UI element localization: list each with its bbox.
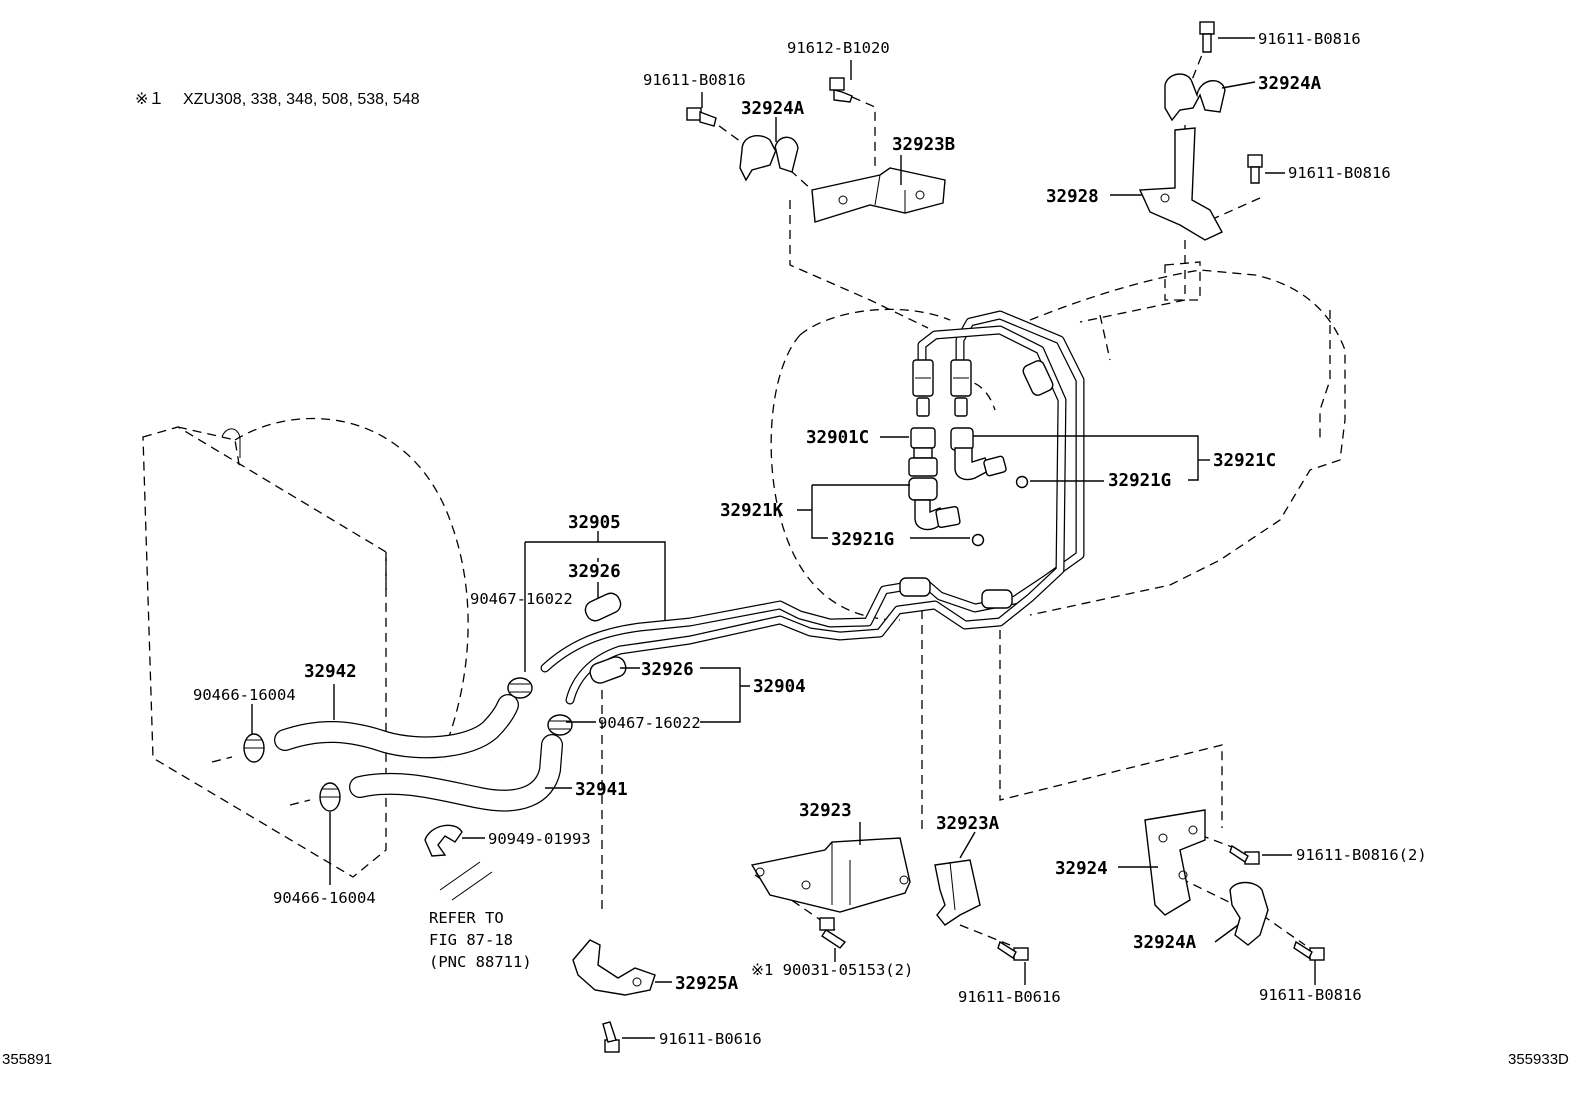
union-fittings [912, 359, 972, 417]
clamp-32924a-top-right [1164, 73, 1226, 122]
clip-90949-01993 [424, 824, 493, 901]
clamp-32924a-top [739, 134, 799, 182]
refer-line-2: FIG 87-18 [429, 931, 513, 949]
label-32904[interactable]: 32904 [753, 677, 806, 697]
bolt-90031-05153 [819, 917, 847, 949]
elbow-fitting-32921k [908, 477, 985, 547]
image-code-left: 355891 [2, 1051, 52, 1068]
label-32924a-top[interactable]: 32924A [741, 99, 805, 119]
label-91611-b0816-bottom-right[interactable]: 91611-B0816 [1259, 986, 1362, 1004]
label-32926-mid[interactable]: 32926 [641, 660, 694, 680]
bolt-91612-b1020 [829, 77, 853, 103]
label-32925a[interactable]: 32925A [675, 974, 739, 994]
hose-32941 [349, 734, 563, 812]
label-32926-top[interactable]: 32926 [568, 562, 621, 582]
label-32928[interactable]: 32928 [1046, 187, 1099, 207]
bolt-91611-b0816-tr1 [1199, 21, 1215, 53]
oil-cooler-pipe-32904 [565, 325, 1067, 705]
bracket-32923 [750, 837, 911, 913]
label-90467-16022-top[interactable]: 90467-16022 [470, 590, 573, 608]
note-marker: ※１ [135, 91, 164, 108]
bolt-91611-b0616-bot [602, 1021, 620, 1053]
refer-line-3: (PNC 88711) [429, 953, 532, 971]
label-32901c[interactable]: 32901C [806, 428, 869, 448]
label-32923a[interactable]: 32923A [936, 814, 1000, 834]
connector-32901c [908, 427, 938, 477]
label-32923b[interactable]: 32923B [892, 135, 955, 155]
radiator-outline [142, 417, 469, 878]
label-91611-b0816-top-left[interactable]: 91611-B0816 [643, 71, 746, 89]
label-91611-b0616-bottom[interactable]: 91611-B0616 [659, 1030, 762, 1048]
bolt-91611-b0816-2 [1229, 844, 1260, 865]
label-32921c[interactable]: 32921C [1213, 451, 1276, 471]
label-91611-b0816-2[interactable]: 91611-B0816(2) [1296, 846, 1427, 864]
elbow-fitting-32921c [950, 427, 1029, 489]
label-91611-b0816-top-right[interactable]: 91611-B0816 [1258, 30, 1361, 48]
bolt-91611-b0616-mid [997, 940, 1029, 961]
clamp-32924a-bottom-right [1229, 881, 1269, 946]
label-90031-05153[interactable]: ※1 90031-05153(2) [751, 961, 913, 979]
label-32941[interactable]: 32941 [575, 780, 628, 800]
alignment-dashes [211, 41, 1306, 946]
image-code-right: 355933D [1508, 1051, 1569, 1068]
label-90466-16004-top[interactable]: 90466-16004 [193, 686, 296, 704]
label-91611-b0816-right[interactable]: 91611-B0816 [1288, 164, 1391, 182]
bolts [602, 21, 1325, 1053]
bolt-91611-b0816-tr2 [1247, 154, 1263, 184]
label-90466-16004-bottom[interactable]: 90466-16004 [273, 889, 376, 907]
label-32921g-right[interactable]: 32921G [1108, 471, 1171, 491]
label-90467-16022-mid[interactable]: 90467-16022 [598, 714, 701, 732]
label-90949-01993[interactable]: 90949-01993 [488, 830, 591, 848]
label-32923[interactable]: 32923 [799, 801, 852, 821]
bracket-32924 [1144, 809, 1206, 916]
label-91612-b1020[interactable]: 91612-B1020 [787, 39, 890, 57]
label-32924[interactable]: 32924 [1055, 859, 1108, 879]
hose-clamps [243, 677, 573, 812]
label-32905[interactable]: 32905 [568, 513, 621, 533]
part-labels: ※１ XZU308, 338, 348, 508, 538, 548 91612… [2, 30, 1569, 1068]
label-32942[interactable]: 32942 [304, 662, 357, 682]
label-32921g-left[interactable]: 32921G [831, 530, 894, 550]
label-32924a-bottom-right[interactable]: 32924A [1133, 933, 1197, 953]
clamp-32923a [934, 859, 981, 926]
oil-cooler-pipe-32905 [540, 310, 1085, 673]
refer-line-1: REFER TO [429, 909, 504, 927]
label-91611-b0616-mid[interactable]: 91611-B0616 [958, 988, 1061, 1006]
bracket-32925a [572, 939, 656, 996]
leader-lines [251, 37, 1316, 1039]
label-32921k[interactable]: 32921K [720, 501, 784, 521]
note-models: XZU308, 338, 348, 508, 538, 548 [183, 91, 420, 108]
hose-32942 [274, 694, 519, 759]
label-32924a-top-right[interactable]: 32924A [1258, 74, 1322, 94]
short-hoses-32926 [584, 592, 627, 684]
bolt-91611-b0816-tl [686, 107, 717, 127]
bolt-91611-b0816-br [1293, 940, 1325, 961]
bracket-32923b [811, 167, 946, 223]
bracket-32928 [1138, 127, 1223, 241]
pipe-grommets [899, 360, 1054, 609]
